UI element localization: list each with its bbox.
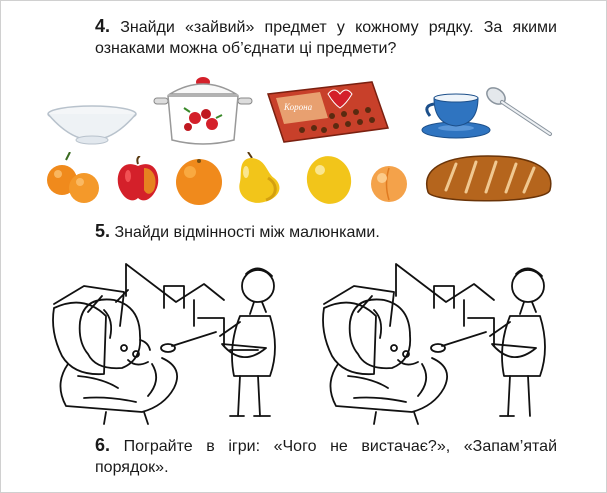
task-6-text: Пограйте в ігри: «Чого не вистачає?», «З… <box>95 438 557 476</box>
lemon-icon <box>306 156 352 204</box>
task-4-number: 4. <box>95 16 111 36</box>
chocolate-box-icon: Корона <box>266 81 390 143</box>
bread-loaf-icon <box>425 155 552 202</box>
task-6-number: 6. <box>95 435 111 455</box>
svg-text:Корона: Корона <box>283 102 313 112</box>
task-5-text: Знайди відмінності між малюнками. <box>114 224 380 241</box>
task-5-number: 5. <box>95 221 111 241</box>
task-6: 6. Пограйте в ігри: «Чого не вистачає?»,… <box>95 435 557 478</box>
apple-icon <box>117 156 159 201</box>
drawing-right <box>322 263 546 425</box>
spoon-icon <box>486 87 552 136</box>
drawing-left <box>52 263 276 425</box>
orange-icon <box>176 159 222 205</box>
teacup-icon <box>421 93 491 139</box>
apricots-icon <box>47 152 99 203</box>
peach-icon <box>371 166 407 202</box>
pot-icon <box>153 77 253 145</box>
bowl-icon <box>47 105 137 145</box>
task-4-text: Знайди «зайвий» предмет у кожному рядку.… <box>95 19 557 57</box>
pear-icon <box>239 152 280 203</box>
task-4: 4. Знайди «зайвий» предмет у кожному ряд… <box>95 16 557 59</box>
task-5: 5. Знайди відмінності між малюнками. <box>95 221 557 243</box>
